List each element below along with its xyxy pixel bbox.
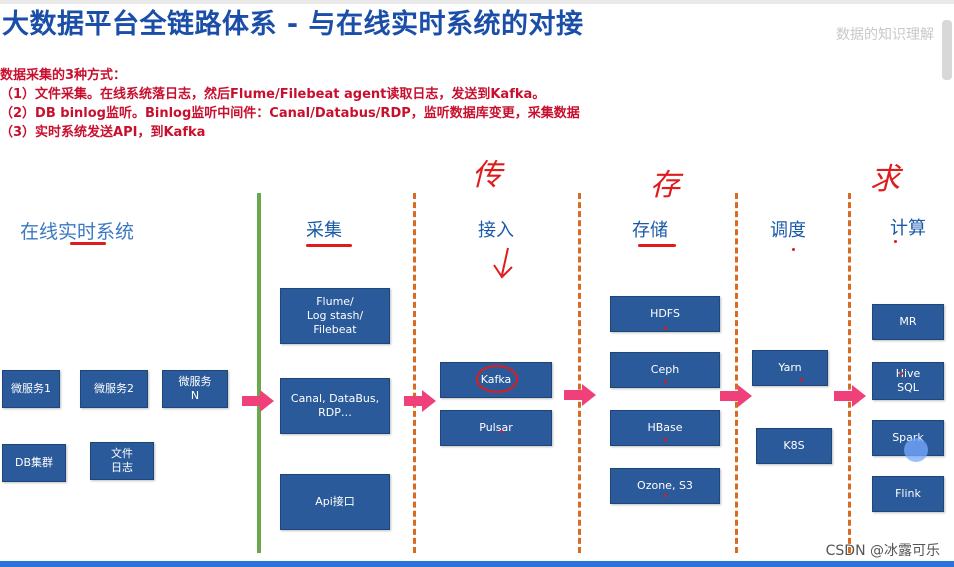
underline-realtime xyxy=(70,242,106,245)
annotation-dot xyxy=(664,380,667,383)
annotation-dot xyxy=(900,372,903,375)
bullet-heading: 数据采集的3种方式： xyxy=(0,68,127,83)
separator-green xyxy=(257,193,261,553)
underline-storage xyxy=(638,244,676,247)
page-title: 大数据平台全链路体系 - 与在线实时系统的对接 xyxy=(2,9,584,40)
top-strip xyxy=(0,0,954,4)
bottom-bar xyxy=(0,561,954,567)
box-hive-sql: Hive SQL xyxy=(872,362,944,400)
separator-dashed xyxy=(578,193,581,553)
flow-arrow xyxy=(404,390,436,412)
box-k8s: K8S xyxy=(756,428,832,464)
box-microservice-1: 微服务1 xyxy=(2,370,60,408)
separator-dashed xyxy=(413,193,416,553)
box-mr: MR xyxy=(872,304,944,340)
box-flume-logstash-filebeat: Flume/ Log stash/ Filebeat xyxy=(280,288,390,344)
column-ingest: 接入 xyxy=(478,220,514,241)
column-schedule: 调度 xyxy=(770,220,806,241)
flow-arrow xyxy=(720,385,752,407)
handwritten-down-arrow xyxy=(493,247,513,279)
annotation-dot xyxy=(792,248,795,251)
kafka-circle-annotation xyxy=(476,365,518,393)
handwritten-compute: 求 xyxy=(870,162,900,197)
box-hbase: HBase xyxy=(610,410,720,446)
box-db-cluster: DB集群 xyxy=(2,444,66,482)
flow-arrow xyxy=(242,390,274,412)
bullet-db-binlog: （2）DB binlog监听。Binlog监听中间件：Canal/Databus… xyxy=(0,106,580,121)
annotation-dot xyxy=(800,378,803,381)
flow-arrow xyxy=(564,384,596,406)
csdn-footer: CSDN @冰露可乐 xyxy=(825,543,940,559)
handwritten-transmit: 传 xyxy=(472,158,502,193)
box-kafka: Kafka xyxy=(440,362,552,398)
annotation-dot xyxy=(894,240,897,243)
box-ozone-s3: Ozone, S3 xyxy=(610,468,720,504)
watermark: 数据的知识理解 xyxy=(836,27,934,43)
column-online-systems: 在线实时系统 xyxy=(20,221,135,243)
bullet-api: （3）实时系统发送API，到Kafka xyxy=(0,125,206,140)
cursor-highlight xyxy=(904,438,928,462)
column-storage: 存储 xyxy=(632,220,668,241)
annotation-dot xyxy=(664,438,667,441)
box-file-log: 文件 日志 xyxy=(90,442,154,480)
collection-methods: 数据采集的3种方式： （1）文件采集。在线系统落日志，然后Flume/Fileb… xyxy=(0,66,580,142)
separator-dashed xyxy=(848,193,851,553)
handwritten-store: 存 xyxy=(650,168,680,203)
annotation-dot xyxy=(500,430,503,433)
bullet-file-collection: （1）文件采集。在线系统落日志，然后Flume/Filebeat agent读取… xyxy=(0,87,546,102)
box-hdfs: HDFS xyxy=(610,296,720,332)
column-compute: 计算 xyxy=(890,218,926,239)
box-yarn: Yarn xyxy=(752,350,828,386)
box-microservice-2: 微服务2 xyxy=(80,370,148,408)
box-flink: Flink xyxy=(872,476,944,512)
annotation-dot xyxy=(664,494,667,497)
annotation-dot xyxy=(664,327,667,330)
box-microservice-n: 微服务 N xyxy=(162,370,228,408)
separator-dashed xyxy=(735,193,738,553)
column-collect: 采集 xyxy=(306,220,342,241)
underline-collect xyxy=(306,244,352,247)
flow-arrow xyxy=(834,385,866,407)
box-canal-databus-rdp: Canal, DataBus, RDP… xyxy=(280,378,390,434)
box-pulsar: Pulsar xyxy=(440,410,552,446)
box-api: Api接口 xyxy=(280,474,390,530)
vertical-scrollbar[interactable] xyxy=(942,20,952,80)
